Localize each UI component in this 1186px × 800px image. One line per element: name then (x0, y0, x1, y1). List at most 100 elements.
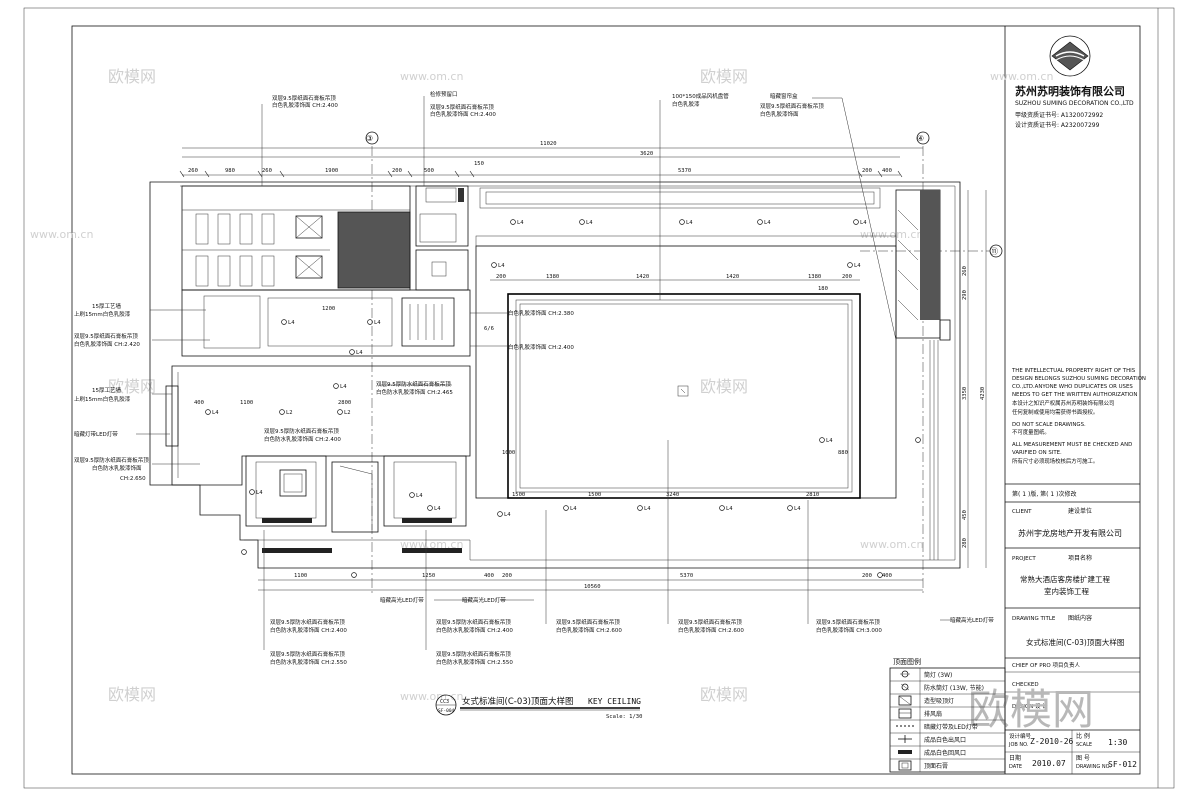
dim-inner: 200 (496, 274, 506, 280)
dim-right: 3350 (962, 387, 968, 400)
legend-table: 顶面图例 筒灯 (3W) 防水筒灯 (13W, 节能) 造型吸顶灯 排风扇 暗藏… (889, 657, 1006, 773)
scale-label: 比 例 (1076, 732, 1090, 740)
note: 双层9.5厚纸面石膏板吊顶 (760, 102, 824, 110)
note: 白色防水乳胶漆饰面 CH:2.400 (264, 435, 341, 443)
note: 暗藏高光LED灯带 (380, 596, 424, 604)
annotations: 双层9.5厚纸面石膏板吊顶 白色乳胶漆饰面 CH:2.400 检修预留口 双层9… (74, 90, 994, 666)
signoff-row-1: CHIEF OF PRO 项目负责人 (1012, 661, 1080, 669)
dim-right: 450 (962, 510, 968, 520)
drawing-title-label-cn: 图纸内容 (1068, 614, 1092, 622)
note: 上刷15mm白色乳胶漆 (74, 310, 131, 318)
watermark-url: www.om.cn (400, 70, 463, 83)
notice-line: 任何复制或使用均需获得书面授权。 (1012, 408, 1098, 416)
revision-note: 第( 1 )版, 第( 1 )次修改 (1012, 490, 1076, 498)
downlight-icon (787, 505, 793, 511)
legend-item: 筒灯 (3W) (924, 671, 952, 679)
note: 白色防水乳胶漆饰面 CH:2.550 (270, 658, 347, 666)
watermark-big: 欧模网 (968, 685, 1094, 734)
lamp-label: L4 (498, 263, 505, 269)
job-value: Z-2010-26 (1030, 737, 1074, 746)
note: 双层9.5厚纸面石膏板吊顶 (556, 618, 620, 626)
notice-line: VARIFIED ON SITE. (1012, 450, 1062, 456)
project-value-2: 室内装饰工程 (1044, 586, 1089, 596)
room-dim: 2800 (338, 400, 351, 406)
note: 白色乳胶漆饰面 CH:2.600 (556, 626, 622, 634)
note: 暗藏窗帘盒 (770, 92, 798, 100)
bedroom-ceiling (475, 245, 897, 499)
lamp-label: L4 (794, 506, 801, 512)
company-name-cn: 苏州苏明装饰有限公司 (1015, 84, 1125, 98)
watermark-brand: 欧模网 (700, 377, 748, 396)
notice-line: CO.,LTD.ANYONE WHO DUPLICATES OR USES (1012, 384, 1133, 390)
dim-bottom-segment: 5370 (680, 573, 693, 579)
downlight-icon (249, 489, 255, 495)
company-cert-1: 甲级资质证书号: A1320072992 (1015, 111, 1103, 119)
drawing-no-label-en: DRAWING NO. (1076, 764, 1111, 770)
dim-segment: 260 (188, 168, 198, 174)
dim-inner: 1420 (636, 274, 649, 280)
downlight-icon (205, 409, 211, 415)
room-dim: 1000 (502, 450, 515, 456)
note: 白色乳胶漆饰面 CH:2.400 (508, 343, 574, 351)
return-vent-icon (402, 548, 462, 553)
waterproof-downlight-icon (900, 683, 910, 691)
note: 双层9.5厚防水纸面石膏板吊顶 (376, 380, 451, 388)
lamp-label: L2 (286, 410, 293, 416)
room-dim: 3240 (666, 492, 679, 498)
title-block: 苏州苏明装饰有限公司 SUZHOU SUMING DECORATION CO.,… (1005, 35, 1146, 774)
note: 暗藏灯带LED灯带 (74, 430, 118, 438)
downlight-icon (333, 383, 339, 389)
bath-room-a (245, 455, 327, 527)
room-dim: 400 (194, 400, 204, 406)
downlight-icon (409, 492, 415, 498)
notice-line: NEEDS TO GET THE WRITTEN AUTHORIZATION (1012, 392, 1137, 398)
note: 白色乳胶漆饰面 CH:3.000 (816, 626, 882, 634)
job-label-en: JOB NO. (1008, 742, 1029, 748)
return-vent-icon (402, 518, 452, 523)
downlight-icon (637, 505, 643, 511)
downlight-icon (241, 549, 247, 555)
legend-item: 成品白色出风口 (924, 736, 966, 744)
lamp-label: L4 (570, 506, 577, 512)
date-label: 日期 (1009, 754, 1021, 762)
date-value: 2010.07 (1032, 759, 1066, 768)
client-value: 苏州宇龙房地产开发有限公司 (1018, 528, 1122, 538)
recessed-fan-label: 6/6 (484, 326, 494, 332)
dim-right: 260 (962, 266, 968, 276)
note: 白色乳胶漆 (672, 100, 700, 108)
downlight-icon (915, 437, 921, 443)
dim-segment: 260 (262, 168, 272, 174)
dim-bottom-segment: 200 (862, 573, 872, 579)
project-label-en: PROJECT (1012, 556, 1036, 562)
watermark-brand: 欧模网 (700, 67, 748, 86)
drawing-title-label-en: DRAWING TITLE (1012, 616, 1056, 622)
dim-right: 280 (962, 538, 968, 548)
lamp-label: L4 (517, 220, 524, 226)
note: 15厚工艺墙 (92, 386, 121, 394)
dim-segment: 5370 (678, 168, 691, 174)
lamp-label: L4 (826, 438, 833, 444)
note: 100*150成品风机盘管 (672, 92, 729, 100)
coffer-ceiling (507, 293, 861, 499)
legend-item: 暗藏灯带及LED灯带 (924, 723, 978, 731)
lamp-label: L4 (686, 220, 693, 226)
lamp-label: L4 (356, 350, 363, 356)
title-scale: Scale: 1/30 (606, 714, 642, 720)
downlight-icon (351, 572, 357, 578)
watermark-url: www.om.cn (860, 228, 923, 241)
watermark-url: www.om.cn (30, 228, 93, 241)
note: 白色乳胶漆饰面 CH:2.400 (430, 110, 496, 118)
lamp-label: L4 (340, 384, 347, 390)
scale-label-en: SCALE (1076, 742, 1092, 748)
dim-inner: 1380 (808, 274, 821, 280)
lamp-label: L4 (860, 220, 867, 226)
downlight-icon (349, 349, 355, 355)
note: 双层9.5厚防水纸面石膏板吊顶 (270, 618, 345, 626)
return-vent-icon (262, 518, 312, 523)
room-dim: 1500 (588, 492, 601, 498)
downlight-icon (679, 219, 685, 225)
signoff-row-2: CHECKED (1012, 682, 1039, 688)
exhaust-fan-icon (295, 215, 323, 239)
downlight-icon (900, 670, 910, 678)
